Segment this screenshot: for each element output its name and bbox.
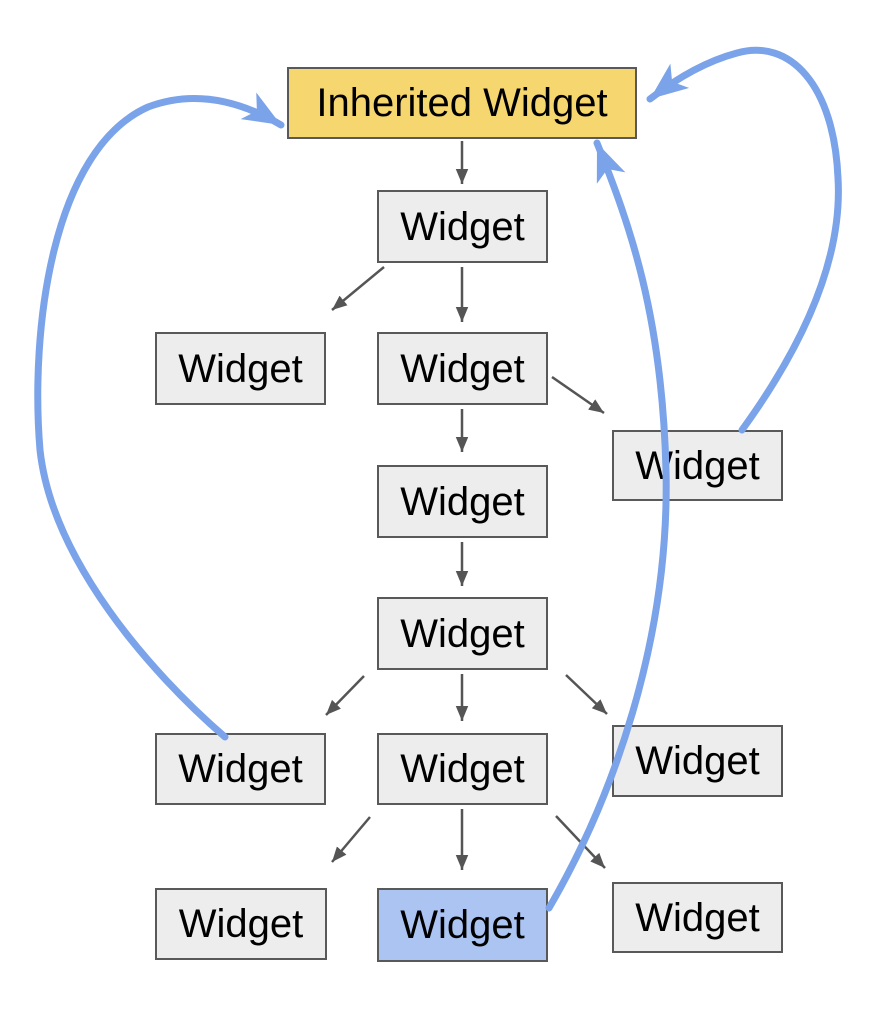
node-widget-depth2-right: Widget — [612, 430, 783, 501]
node-widget-depth4: Widget — [377, 597, 548, 670]
node-widget-depth6-left: Widget — [155, 888, 327, 960]
node-label: Widget — [400, 479, 525, 524]
node-widget-depth3: Widget — [377, 465, 548, 538]
node-label: Widget — [635, 895, 760, 940]
dependency-arrow-left — [34, 92, 285, 741]
node-label: Widget — [178, 747, 303, 791]
node-label: Widget — [178, 902, 304, 946]
tree-arrow-d5-right — [555, 815, 606, 869]
node-label: Widget — [400, 903, 525, 947]
node-label: Widget — [400, 346, 525, 391]
node-widget-depth5-left: Widget — [155, 733, 326, 805]
tree-arrow-d4-left — [325, 675, 365, 716]
node-label: Widget — [178, 346, 303, 391]
tree-arrow-d2-right — [551, 375, 605, 415]
node-widget-depth6-center: Widget — [377, 888, 548, 962]
node-label: Inherited Widget — [316, 81, 608, 125]
node-widget-depth2-center: Widget — [377, 332, 548, 405]
dependency-arrow-right — [646, 46, 842, 434]
node-inherited-widget: Inherited Widget — [287, 67, 637, 139]
tree-arrow-d5-left — [331, 816, 371, 863]
node-widget-depth5-center: Widget — [377, 733, 548, 805]
node-label: Widget — [400, 204, 525, 249]
node-label: Widget — [400, 747, 525, 791]
node-label: Widget — [635, 739, 760, 783]
node-widget-depth2-left: Widget — [155, 332, 326, 405]
node-widget-depth5-right: Widget — [612, 725, 783, 797]
node-label: Widget — [635, 443, 760, 488]
node-widget-depth6-right: Widget — [612, 882, 783, 953]
node-widget-depth1: Widget — [377, 190, 548, 263]
node-label: Widget — [400, 611, 525, 656]
tree-arrow-d1-left — [331, 266, 385, 311]
tree-arrow-d4-right — [565, 674, 608, 715]
